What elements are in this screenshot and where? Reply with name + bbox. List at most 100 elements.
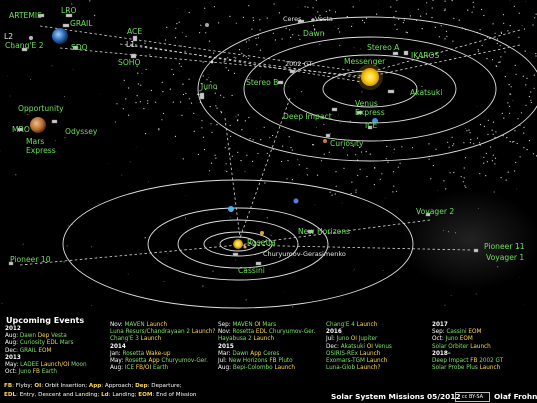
vesta-body (311, 18, 315, 22)
star (207, 76, 209, 78)
asteroid (406, 32, 408, 34)
asteroid (535, 52, 537, 55)
event-line: Sep: Cassini EOM (432, 329, 503, 336)
asteroid (479, 173, 481, 175)
asteroid (464, 157, 467, 159)
asteroid (316, 174, 319, 176)
event-segment: Dec: (326, 343, 341, 350)
star (249, 77, 251, 79)
star (90, 246, 92, 248)
event-line: Hayabusa 2 Launch (218, 336, 315, 343)
footer-author: Olaf Frohn (494, 392, 537, 401)
event-segment: Vesta (51, 333, 67, 340)
asteroid (188, 11, 190, 14)
star (135, 146, 137, 148)
asteroid (227, 57, 229, 59)
star (519, 276, 521, 278)
asteroid (357, 174, 359, 176)
event-segment: OI (254, 322, 263, 328)
asteroid (453, 143, 455, 145)
asteroid (440, 25, 442, 27)
asteroid (312, 144, 314, 146)
star (497, 266, 499, 268)
star (256, 128, 257, 129)
event-segment: App (250, 350, 264, 357)
asteroid (314, 29, 316, 31)
asteroid (145, 68, 147, 70)
star (213, 87, 214, 89)
asteroid (415, 19, 418, 21)
asteroid (342, 147, 345, 149)
asteroid (200, 83, 202, 85)
asteroid (463, 167, 465, 169)
event-segment: Moon (71, 362, 87, 369)
asteroid (206, 79, 208, 81)
star (352, 23, 354, 25)
asteroid (387, 161, 389, 163)
asteroid (116, 103, 118, 105)
event-line: Deep Impact FB 2002 GT (432, 358, 503, 365)
asteroid (381, 173, 383, 175)
asteroid (266, 17, 268, 19)
event-segment: Luna Resurs/Chandrayaan 2 (110, 329, 192, 336)
event-segment: Churyumov-Ger. (268, 329, 316, 336)
asteroid (477, 50, 480, 52)
asteroid (401, 146, 403, 148)
asteroid (210, 162, 213, 164)
star (521, 25, 523, 27)
asteroid (251, 160, 254, 162)
asteroid (245, 56, 247, 58)
asteroid (495, 65, 498, 67)
asteroid (369, 153, 371, 155)
asteroid (190, 102, 193, 104)
asteroid (229, 124, 231, 126)
uranus (293, 198, 299, 204)
event-line: Chang'E 3 Launch (110, 336, 215, 343)
asteroid (463, 177, 465, 179)
event-line: Nov: Rosetta EDL Churyumov-Ger. (218, 329, 315, 336)
asteroid (514, 130, 516, 132)
asteroid (487, 119, 489, 121)
asteroid (185, 92, 187, 94)
star (22, 243, 24, 245)
asteroid (399, 162, 401, 164)
asteroid (252, 139, 254, 141)
star (349, 120, 351, 122)
event-segment: Churyumov-Ger. (161, 358, 208, 365)
label-ikaros: IKAROS (411, 51, 440, 60)
star (392, 152, 394, 153)
asteroid (385, 158, 387, 160)
star (177, 8, 178, 9)
earth-small (372, 118, 378, 124)
asteroid (390, 6, 392, 8)
asteroid (220, 94, 222, 96)
asteroid (209, 106, 211, 108)
star (241, 228, 243, 230)
star (314, 136, 315, 137)
asteroid (502, 14, 505, 16)
asteroid (224, 147, 226, 149)
label-pioneer-11: Pioneer 11 (484, 242, 525, 251)
asteroid (452, 40, 454, 42)
event-segment: FB (470, 358, 480, 365)
event-segment: OSIRIS-REx (326, 350, 360, 357)
asteroid (176, 23, 178, 25)
star (188, 108, 190, 109)
event-line: 2017 (432, 322, 503, 329)
asteroid (233, 56, 235, 58)
star (148, 181, 149, 182)
star (465, 127, 467, 129)
asteroid (471, 11, 473, 13)
star (30, 79, 31, 81)
asteroid (366, 175, 368, 178)
star (314, 204, 316, 206)
event-segment: Mars (262, 322, 277, 328)
event-segment: FB (269, 358, 279, 365)
event-segment: Venus (374, 343, 392, 350)
asteroid (257, 37, 260, 39)
asteroid (150, 89, 152, 92)
jupiter-small (243, 245, 247, 249)
event-line: Aug: ICE FB/OI Earth (110, 365, 215, 372)
asteroid (226, 170, 228, 173)
